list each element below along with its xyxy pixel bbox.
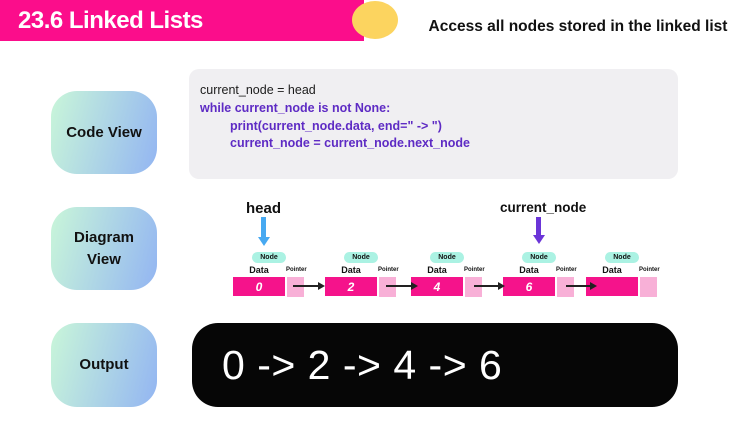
- node-pointer-box: [557, 277, 574, 297]
- pointer-label: Pointer: [286, 267, 307, 273]
- node-pointer-box: [465, 277, 482, 297]
- node-badge: Node: [344, 252, 378, 263]
- node-group: Node Data Pointer 0: [233, 252, 307, 298]
- node-pointer-box: [287, 277, 304, 297]
- node-data-box: 0: [233, 277, 285, 296]
- node-group: Node Data Pointer 4: [411, 252, 485, 298]
- current-node-pointer-label: current_node: [500, 200, 587, 215]
- head-pointer-label: head: [246, 200, 282, 217]
- output-panel: 0 -> 2 -> 4 -> 6: [192, 323, 678, 407]
- pointer-label: Pointer: [556, 267, 577, 273]
- code-line: current_node = current_node.next_node: [230, 136, 470, 151]
- next-pointer-arrow: [386, 282, 418, 290]
- accent-circle: [352, 1, 398, 39]
- node-badge: Node: [252, 252, 286, 263]
- next-pointer-arrow: [293, 282, 325, 290]
- next-pointer-arrow: [474, 282, 505, 290]
- sidebar-item-label: Code View: [66, 123, 142, 141]
- sidebar-item-output[interactable]: Output: [51, 323, 157, 407]
- code-panel: current_node = head while current_node i…: [189, 69, 678, 179]
- sidebar-item-label: Diagram View: [73, 228, 135, 268]
- code-line: while current_node is not None:: [200, 100, 391, 115]
- sidebar-item-label: Output: [79, 356, 129, 374]
- sidebar-item-diagram-view[interactable]: Diagram View: [51, 207, 157, 290]
- node-badge: Node: [522, 252, 556, 263]
- pointer-label: Pointer: [464, 267, 485, 273]
- data-label: Data: [602, 265, 622, 275]
- node-pointer-box: [640, 277, 657, 297]
- node-badge: Node: [430, 252, 464, 263]
- next-pointer-arrow: [566, 282, 597, 290]
- pointer-label: Pointer: [378, 267, 399, 273]
- data-label: Data: [519, 265, 539, 275]
- header-bar: 23.6 Linked Lists: [0, 0, 364, 41]
- node-group: Node Data Pointer 2: [325, 252, 399, 298]
- node-group: Node Data Pointer 6: [503, 252, 577, 298]
- code-line: print(current_node.data, end=" -> "): [230, 118, 442, 133]
- output-text: 0 -> 2 -> 4 -> 6: [222, 341, 503, 388]
- pointer-label: Pointer: [639, 267, 660, 273]
- head-arrow-icon: [257, 217, 270, 246]
- node-badge: Node: [605, 252, 639, 263]
- data-label: Data: [249, 265, 269, 275]
- node-data-box: 2: [325, 277, 377, 296]
- code-line: current_node = head: [200, 83, 316, 97]
- node-data-box: [586, 277, 638, 296]
- header-subtitle: Access all nodes stored in the linked li…: [428, 18, 728, 35]
- page-title: 23.6 Linked Lists: [18, 6, 203, 34]
- data-label: Data: [341, 265, 361, 275]
- node-pointer-box: [379, 277, 396, 297]
- current-node-arrow-icon: [532, 217, 545, 244]
- node-data-box: 4: [411, 277, 463, 296]
- node-data-box: 6: [503, 277, 555, 296]
- node-group: Node Data Pointer: [586, 252, 660, 298]
- sidebar-item-code-view[interactable]: Code View: [51, 91, 157, 174]
- data-label: Data: [427, 265, 447, 275]
